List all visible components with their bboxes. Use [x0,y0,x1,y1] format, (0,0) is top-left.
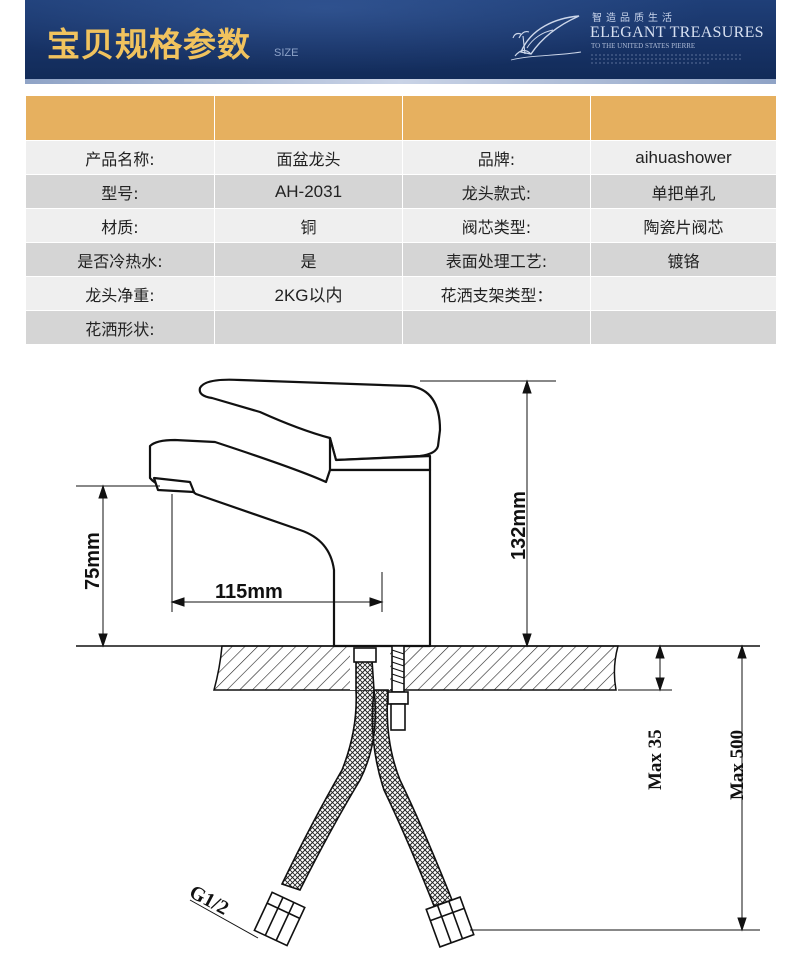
spec-table: 产品名称: 面盆龙头 品牌: aihuashower 型号: AH-2031 龙… [25,95,777,345]
brand-logo-icon [510,15,582,61]
banner-sheen [25,0,776,84]
dimension-lines [76,379,760,939]
thread-label: G1/2 [186,881,233,920]
spec-header-cell [590,95,777,141]
spec-header-cell [214,95,403,141]
spec-value: 是 [214,242,403,277]
spec-label: 阀芯类型: [402,208,591,243]
spec-label: 产品名称: [25,140,215,175]
banner-bottom-line [25,79,776,84]
header-banner: 宝贝规格参数 SIZE 智造品质生活 ELEGANT TREASURES TO … [25,0,776,84]
table-row: 龙头净重: 2KG以内 花洒支架类型： [25,276,777,311]
brand-name: ELEGANT TREASURES [590,24,764,41]
dim-label-reach: 115mm [215,581,283,603]
spec-label: 表面处理工艺: [402,242,591,277]
spec-value: 铜 [214,208,403,243]
spec-label: 花洒形状: [25,310,215,345]
spec-label: 材质: [25,208,215,243]
spec-value [590,310,777,345]
table-row: 产品名称: 面盆龙头 品牌: aihuashower [25,140,777,175]
spec-label: 花洒支架类型： [402,276,591,311]
spec-value: aihuashower [590,140,777,175]
spec-label: 品牌: [402,140,591,175]
dim-label-max-thickness: Max 35 [645,729,666,790]
spec-value: 镀铬 [590,242,777,277]
faucet-technical-drawing: 132mm 75mm 115mm Max 35 Max 500 G1/2 [76,378,760,948]
spec-value: AH-2031 [214,174,403,209]
spec-value: 面盆龙头 [214,140,403,175]
brand-decor-lines [591,54,741,64]
spec-value: 单把单孔 [590,174,777,209]
table-row: 型号: AH-2031 龙头款式: 单把单孔 [25,174,777,209]
spec-label: 龙头净重: [25,276,215,311]
spec-value: 2KG以内 [214,276,403,311]
spec-table-header [25,95,777,141]
dim-label-height: 132mm [508,491,530,560]
brand-tagline: TO THE UNITED STATES PIERRE [591,42,696,50]
spec-value [590,276,777,311]
spec-label: 龙头款式: [402,174,591,209]
braided-hoses [253,647,475,948]
spec-value [214,310,403,345]
dim-label-spout-height: 75mm [82,532,104,590]
table-row: 材质: 铜 阀芯类型: 陶瓷片阀芯 [25,208,777,243]
faucet-body [148,378,442,648]
mounting-stud [387,645,409,731]
table-row: 是否冷热水: 是 表面处理工艺: 镀铬 [25,242,777,277]
spec-label [402,310,591,345]
spec-value: 陶瓷片阀芯 [590,208,777,243]
page-subtitle: SIZE [274,47,299,59]
dim-label-max-hose: Max 500 [727,730,748,800]
brand-slogan: 智造品质生活 [592,13,676,24]
spec-label: 是否冷热水: [25,242,215,277]
spec-header-cell [402,95,591,141]
table-row: 花洒形状: [25,310,777,345]
spec-header-cell [25,95,215,141]
spec-label: 型号: [25,174,215,209]
page-title: 宝贝规格参数 [47,25,251,64]
